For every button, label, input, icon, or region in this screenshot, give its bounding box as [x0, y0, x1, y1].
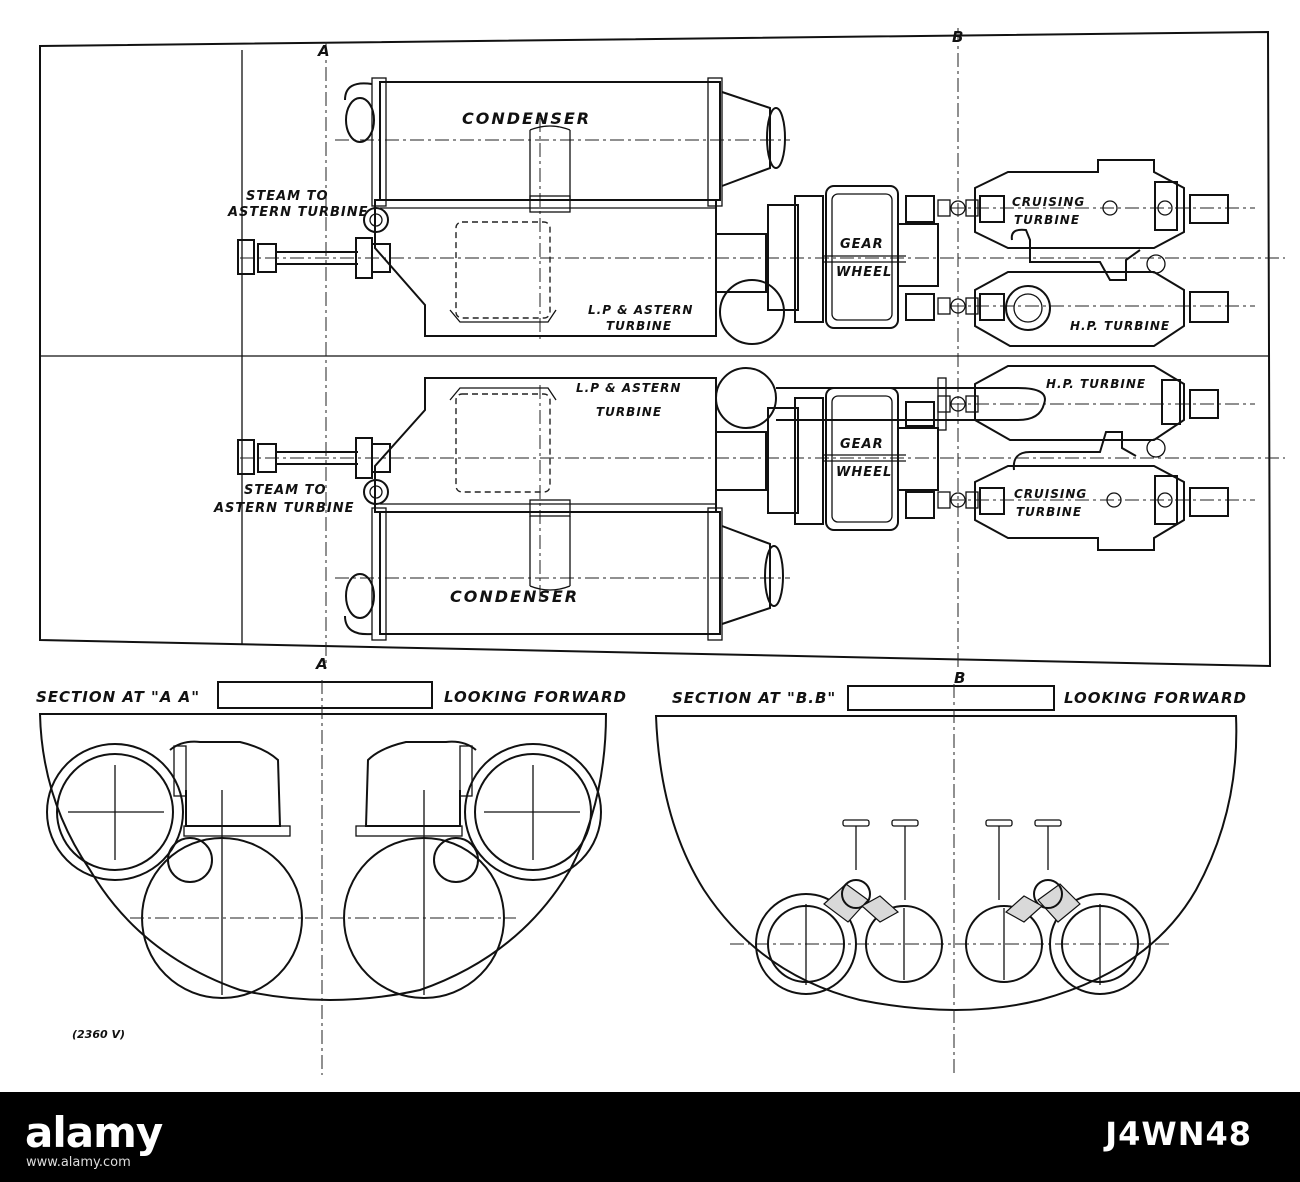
couplings-upper — [937, 199, 979, 315]
section-line-a: A — [317, 42, 330, 668]
svg-text:CONDENSER: CONDENSER — [462, 109, 591, 128]
svg-text:CRUISING: CRUISING — [1014, 487, 1087, 501]
lp-astern-label-upper: L.P & ASTERN — [588, 303, 693, 317]
cruising-turbine-lower: CRUISING TURBINE — [974, 465, 1229, 551]
astern-turbine-label-upper: ASTERN TURBINE — [227, 205, 369, 220]
svg-text:B: B — [954, 669, 965, 687]
hp-turbine-upper: H.P. TURBINE — [974, 271, 1229, 347]
watermark-image-id: J4WN48 — [1105, 1115, 1252, 1153]
engine-room-drawing: A B CONDENSER — [36, 28, 1285, 1075]
svg-text:WHEEL: WHEEL — [836, 265, 892, 280]
svg-text:GEAR: GEAR — [840, 437, 884, 452]
astern-turbine-label-lower: ASTERN TURBINE — [213, 501, 355, 516]
lp-astern-label-lower: L.P & ASTERN — [576, 381, 681, 395]
lower-engine-set: CONDENSER GEAR WHEEL — [213, 365, 1229, 641]
svg-text:WHEEL: WHEEL — [836, 465, 892, 480]
watermark-bar — [0, 1092, 1300, 1182]
svg-text:B: B — [952, 28, 963, 46]
svg-text:H.P. TURBINE: H.P. TURBINE — [1046, 377, 1146, 391]
section-bb-looking-forward: LOOKING FORWARD — [1064, 689, 1247, 707]
svg-text:CRUISING: CRUISING — [1012, 195, 1085, 209]
svg-text:TURBINE: TURBINE — [1016, 505, 1082, 519]
condenser-upper: CONDENSER — [344, 77, 786, 213]
watermark-logo: alamy — [25, 1108, 163, 1157]
shaft-lower — [237, 437, 391, 479]
section-line-b: B — [952, 28, 963, 670]
svg-text:A: A — [317, 42, 330, 60]
lp-astern-turbine-upper — [363, 199, 717, 337]
engine-room-plan: A B CONDENSER — [36, 28, 1285, 1075]
svg-text:H.P. TURBINE: H.P. TURBINE — [1070, 319, 1170, 333]
lp-astern-turbine-lower — [363, 367, 1046, 513]
section-bb: B SECTION AT "B.B" LOOKING FORWARD — [654, 669, 1247, 1075]
steam-to-label-lower: STEAM TO — [244, 483, 327, 498]
steam-to-label-upper: STEAM TO — [246, 189, 329, 204]
svg-text:TURBINE: TURBINE — [1014, 213, 1080, 227]
hp-turbine-lower: H.P. TURBINE — [974, 365, 1219, 471]
svg-text:GEAR: GEAR — [840, 237, 884, 252]
condenser-lower: CONDENSER — [344, 499, 784, 641]
section-aa-title: SECTION AT "A A" — [36, 688, 200, 706]
gear-wheel-upper: GEAR WHEEL — [715, 185, 939, 345]
lp-astern-label-upper-2: TURBINE — [606, 319, 672, 333]
shaft-upper — [237, 237, 391, 279]
gear-wheel-lower: GEAR WHEEL — [715, 387, 939, 531]
section-bb-title: SECTION AT "B.B" — [672, 689, 836, 707]
svg-text:CONDENSER: CONDENSER — [450, 587, 579, 606]
section-aa: A SECTION AT "A A" LOOKING FORWARD (2360… — [36, 655, 627, 1075]
couplings-lower — [937, 395, 979, 509]
watermark-url: www.alamy.com — [26, 1155, 131, 1170]
cruising-turbine-upper: CRUISING TURBINE — [974, 159, 1229, 281]
svg-text:A: A — [315, 655, 328, 673]
drawing-reference: (2360 V) — [72, 1028, 125, 1041]
lp-astern-label-lower-2: TURBINE — [596, 405, 662, 419]
hull-plan-outline — [39, 30, 1272, 668]
upper-engine-set: CONDENSER — [227, 77, 1229, 347]
section-aa-looking-forward: LOOKING FORWARD — [444, 688, 627, 706]
